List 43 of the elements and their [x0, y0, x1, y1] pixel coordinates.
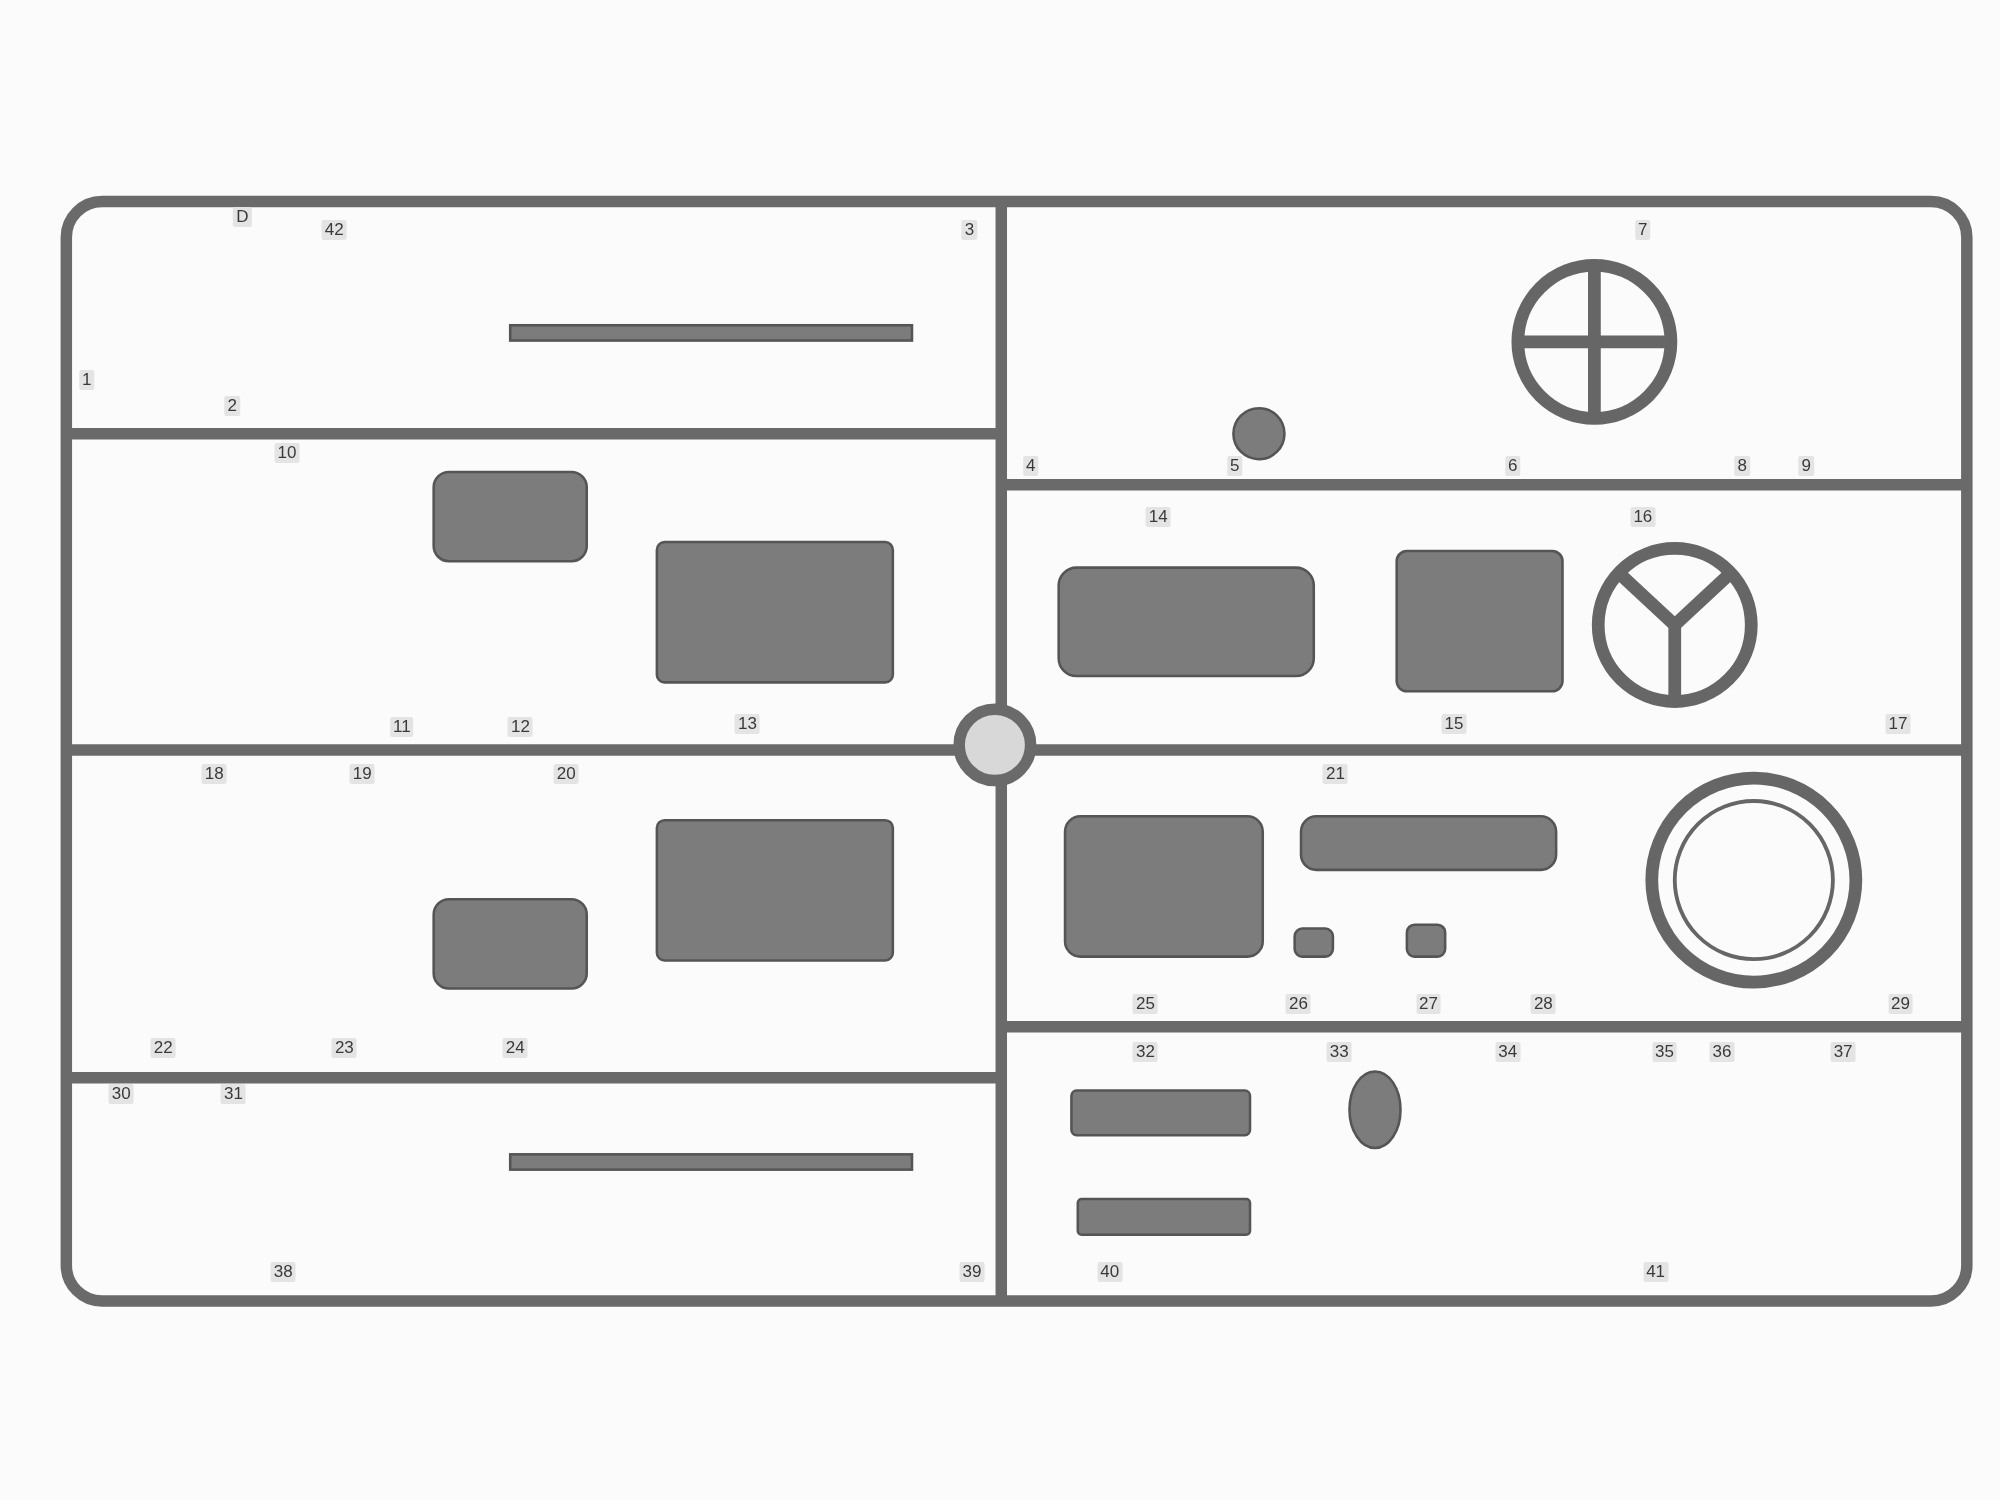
part-number: 22 [150, 1038, 176, 1059]
part-number: 40 [1097, 1261, 1123, 1282]
part-number: 3 [961, 219, 978, 240]
part-number: 37 [1830, 1042, 1856, 1063]
part-number: 24 [502, 1038, 528, 1059]
part-number: 16 [1630, 506, 1656, 527]
part-number: 34 [1495, 1042, 1521, 1063]
part-number: 2 [224, 395, 240, 416]
part-number: 9 [1798, 455, 1814, 476]
part-number: 36 [1709, 1042, 1735, 1063]
part-number: 32 [1132, 1042, 1158, 1063]
part-number: 33 [1326, 1042, 1352, 1063]
part-number: 38 [270, 1261, 296, 1282]
part-number: 7 [1635, 219, 1651, 240]
part-number: 5 [1226, 455, 1243, 476]
part-number: 39 [959, 1261, 985, 1282]
part-number: 23 [331, 1038, 357, 1059]
part-number: 26 [1286, 993, 1311, 1014]
part-number: 29 [1888, 993, 1913, 1014]
part-number: 27 [1416, 993, 1441, 1014]
part-number: 42 [321, 219, 347, 240]
part-number: 41 [1643, 1261, 1669, 1282]
part-number: 28 [1530, 993, 1556, 1014]
part-number: 11 [389, 717, 414, 738]
part-number: 6 [1505, 455, 1521, 476]
part-number: 18 [201, 764, 227, 785]
part-number: 30 [108, 1084, 134, 1105]
part-number: 21 [1323, 764, 1348, 785]
part-number: 8 [1734, 455, 1751, 476]
part-number: 20 [553, 764, 579, 785]
part-number: 15 [1441, 714, 1467, 735]
part-number: 1 [79, 370, 95, 391]
part-number: 17 [1885, 714, 1911, 735]
part-number: 13 [735, 714, 760, 735]
part-number: 25 [1132, 993, 1158, 1014]
part-number: 19 [349, 764, 375, 785]
part-number: D [233, 206, 252, 227]
part-number: 14 [1145, 506, 1171, 527]
part-number: 31 [220, 1084, 246, 1105]
part-number: 35 [1652, 1042, 1677, 1063]
part-number: 4 [1022, 455, 1039, 476]
part-number: 10 [274, 442, 300, 463]
part-number: 12 [507, 717, 533, 738]
